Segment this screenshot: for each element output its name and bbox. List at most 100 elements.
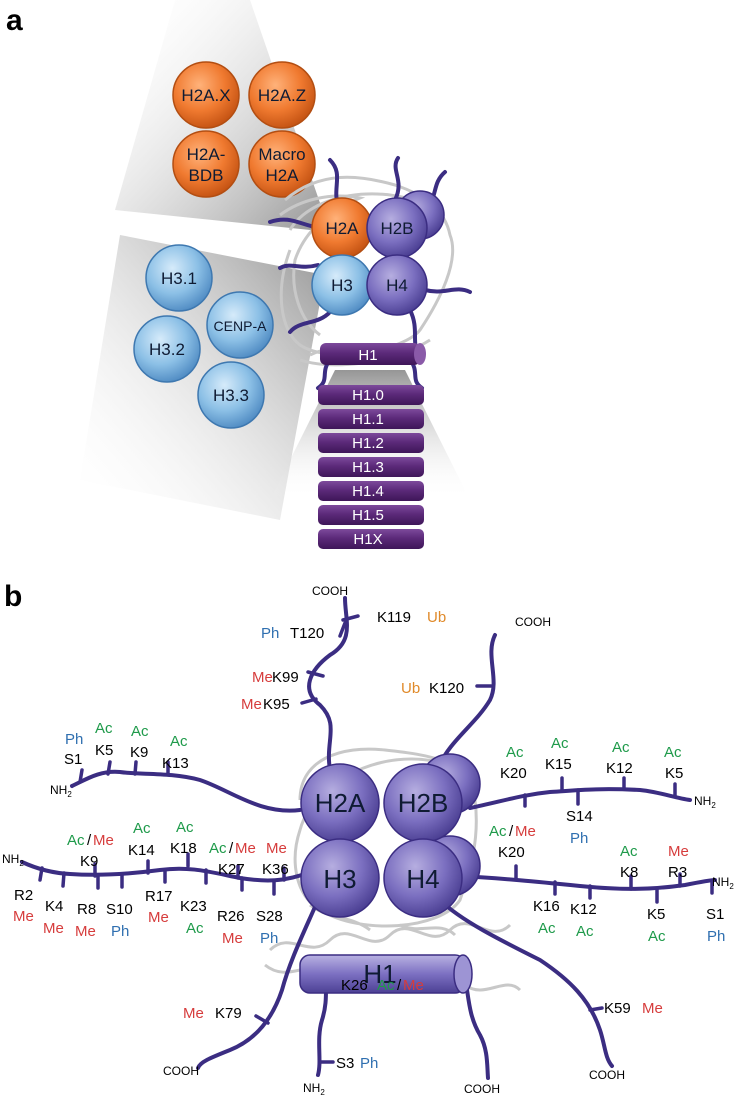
- variant-ball-h2az: [248, 61, 316, 129]
- h1-variant-label-0: H1.0: [352, 387, 384, 404]
- res-h2a-s1: S1: [64, 751, 82, 768]
- h1-label-b: H1: [363, 959, 396, 989]
- h1-cylinder-a: [320, 343, 420, 365]
- res-h3-s28: S28: [256, 908, 283, 925]
- variant-ball-cenpa: [206, 291, 274, 359]
- variant-label-macroh2a-1: Macro: [258, 145, 305, 164]
- mod-h4-k20-me: Me: [515, 823, 536, 840]
- mod-h3-r8-me: Me: [75, 923, 96, 940]
- h1-label-a: H1: [358, 347, 377, 364]
- variant-ball-macroh2a: [248, 130, 316, 198]
- variant-ball-h2ax: [172, 61, 240, 129]
- nucleosome-core-b: H2A H2B H3 H4: [300, 753, 481, 918]
- mod-h3-k18-ac: Ac: [176, 819, 194, 836]
- res-h1-s3: S3: [336, 1055, 354, 1072]
- mod-h3-k9-me: Me: [93, 832, 114, 849]
- mod-h3-s28-ph: Ph: [260, 930, 278, 947]
- mod-h3-k14-ac: Ac: [133, 820, 151, 837]
- mod-h4-r3-me: Me: [668, 843, 689, 860]
- term-cooh-h3: COOH: [163, 1064, 199, 1078]
- h2a-variants: H2A.X H2A.Z H2A- BDB Macro H2A: [172, 61, 316, 198]
- res-h2a-k9: K9: [130, 744, 148, 761]
- mod-h2a-k13-ac: Ac: [170, 733, 188, 750]
- core-label-h4-a: H4: [386, 276, 408, 295]
- tail-a-3: [393, 156, 401, 202]
- variant-label-h2a-bdb-1: H2A-: [187, 145, 226, 164]
- term-nh2-h4: NH2: [712, 875, 734, 891]
- h1-variant-bar-4: [318, 481, 424, 501]
- mod-h2a-k9-ac: Ac: [131, 723, 149, 740]
- res-h2b-k5: K5: [665, 765, 683, 782]
- mod-h4-k12-ac: Ac: [576, 923, 594, 940]
- res-h3-r2: R2: [14, 887, 33, 904]
- variant-ball-h33: [197, 361, 265, 429]
- mod-h3-s10-ph: Ph: [111, 923, 129, 940]
- mod-h3-r26-me: Me: [222, 930, 243, 947]
- term-cooh-h4: COOH: [589, 1068, 625, 1082]
- core-label-h2b-a: H2B: [380, 219, 413, 238]
- mod-h3-k79-me: Me: [183, 1005, 204, 1022]
- mod-h3-r2-me: Me: [13, 908, 34, 925]
- mod-h4-k5-ac: Ac: [648, 928, 666, 945]
- mod-h2b-s14-ph: Ph: [570, 830, 588, 847]
- res-h2a-k5: K5: [95, 742, 113, 759]
- h1-variant-bar-1: [318, 409, 424, 429]
- mod-h2b-k120-ub: Ub: [401, 680, 420, 697]
- res-h2b-k15: K15: [545, 756, 572, 773]
- res-h2b-s14: S14: [566, 808, 593, 825]
- term-nh2-h2b: NH2: [694, 794, 716, 810]
- core-ball-h3: [300, 838, 380, 918]
- mod-h4-k16-ac: Ac: [538, 920, 556, 937]
- core-label-h3: H3: [323, 864, 356, 894]
- h2b-c-tail: [436, 633, 497, 770]
- res-h2b-k12: K12: [606, 760, 633, 777]
- mod-h3-k27-me: Me: [235, 840, 256, 857]
- mod-h4-s1-ph: Ph: [707, 928, 725, 945]
- h1-variant-label-4: H1.4: [352, 483, 384, 500]
- res-h2a-k13: K13: [162, 755, 189, 772]
- mod-h1-k26-ac: Ac: [377, 977, 395, 994]
- mod-h2b-k20-ac: Ac: [506, 744, 524, 761]
- h1-variant-bar-2: [318, 433, 424, 453]
- mod-h4-k8-ac: Ac: [620, 843, 638, 860]
- res-h4-k12: K12: [570, 901, 597, 918]
- term-nh2-h3: NH2: [2, 852, 24, 868]
- h1-variant-bar-5: [318, 505, 424, 525]
- res-h2b-k120: K120: [429, 680, 464, 697]
- core-label-h4: H4: [406, 864, 439, 894]
- res-h3-k79: K79: [215, 1005, 242, 1022]
- tails-b: [20, 596, 717, 1080]
- core-ball-h4: [383, 838, 463, 918]
- h4-c-tail: [438, 898, 614, 1068]
- res-h3-k4: K4: [45, 898, 63, 915]
- variant-label-macroh2a-2: H2A: [265, 166, 299, 185]
- mod-h2a-k99-me: Me: [252, 669, 273, 686]
- mod-h2a-t120-ph: Ph: [261, 625, 279, 642]
- mod-h1-k26-slash: /: [397, 977, 402, 994]
- h1-variant-label-3: H1.3: [352, 459, 384, 476]
- res-h3-s10: S10: [106, 901, 133, 918]
- h1-variant-label-1: H1.1: [352, 411, 384, 428]
- h4-n-tail: [456, 874, 717, 891]
- mod-h4-k59-me: Me: [642, 1000, 663, 1017]
- mod-h3-k9-slash: /: [87, 832, 92, 849]
- res-h2a-k119: K119: [377, 609, 411, 626]
- variant-ball-h2a-bdb: [172, 130, 240, 198]
- ticks-b: [38, 614, 714, 1064]
- res-h4-k5: K5: [647, 906, 665, 923]
- variant-label-h2a-bdb-2: BDB: [189, 166, 224, 185]
- res-h2a-t120: T120: [290, 625, 324, 642]
- mod-h3-k27-slash: /: [229, 840, 234, 857]
- core-label-h2a: H2A: [315, 788, 366, 818]
- mod-h2a-k95-me: Me: [241, 696, 262, 713]
- mod-h2a-k5-ac: Ac: [95, 720, 113, 737]
- term-cooh-h1: COOH: [464, 1082, 500, 1096]
- res-h3-k18: K18: [170, 840, 197, 857]
- mod-h3-k9-ac: Ac: [67, 832, 85, 849]
- mod-h2b-k12-ac: Ac: [612, 739, 630, 756]
- variant-ball-h31: [145, 244, 213, 312]
- res-h3-k23: K23: [180, 898, 207, 915]
- panel-a-letter: a: [6, 4, 23, 37]
- core-label-h2a-a: H2A: [325, 219, 359, 238]
